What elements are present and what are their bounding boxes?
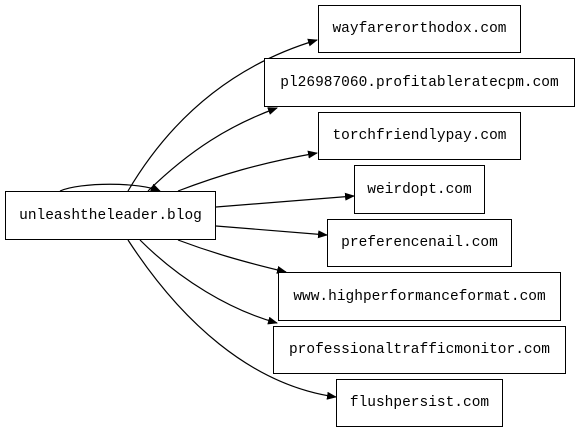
edge-to-target-1 <box>127 38 318 192</box>
edge-to-target-5 <box>215 225 328 239</box>
node-target-5: preferencenail.com <box>327 219 512 267</box>
edge-to-target-3 <box>177 150 318 192</box>
edge-to-target-8 <box>127 239 337 400</box>
node-target-2: pl26987060.profitableratecpm.com <box>264 58 575 107</box>
node-source: unleashtheleader.blog <box>5 191 216 240</box>
edge-self-loop <box>59 183 161 192</box>
edge-to-target-6 <box>177 239 287 274</box>
node-target-6: www.highperformanceformat.com <box>278 272 561 321</box>
node-target-7: professionaltrafficmonitor.com <box>273 326 566 374</box>
edge-to-target-2 <box>147 107 278 192</box>
node-target-4: weirdopt.com <box>354 165 485 214</box>
node-target-3: torchfriendlypay.com <box>318 112 521 160</box>
edge-to-target-4 <box>215 192 355 208</box>
node-target-8: flushpersist.com <box>336 379 503 427</box>
edge-to-target-7 <box>139 239 278 325</box>
node-target-1: wayfarerorthodox.com <box>318 5 521 53</box>
